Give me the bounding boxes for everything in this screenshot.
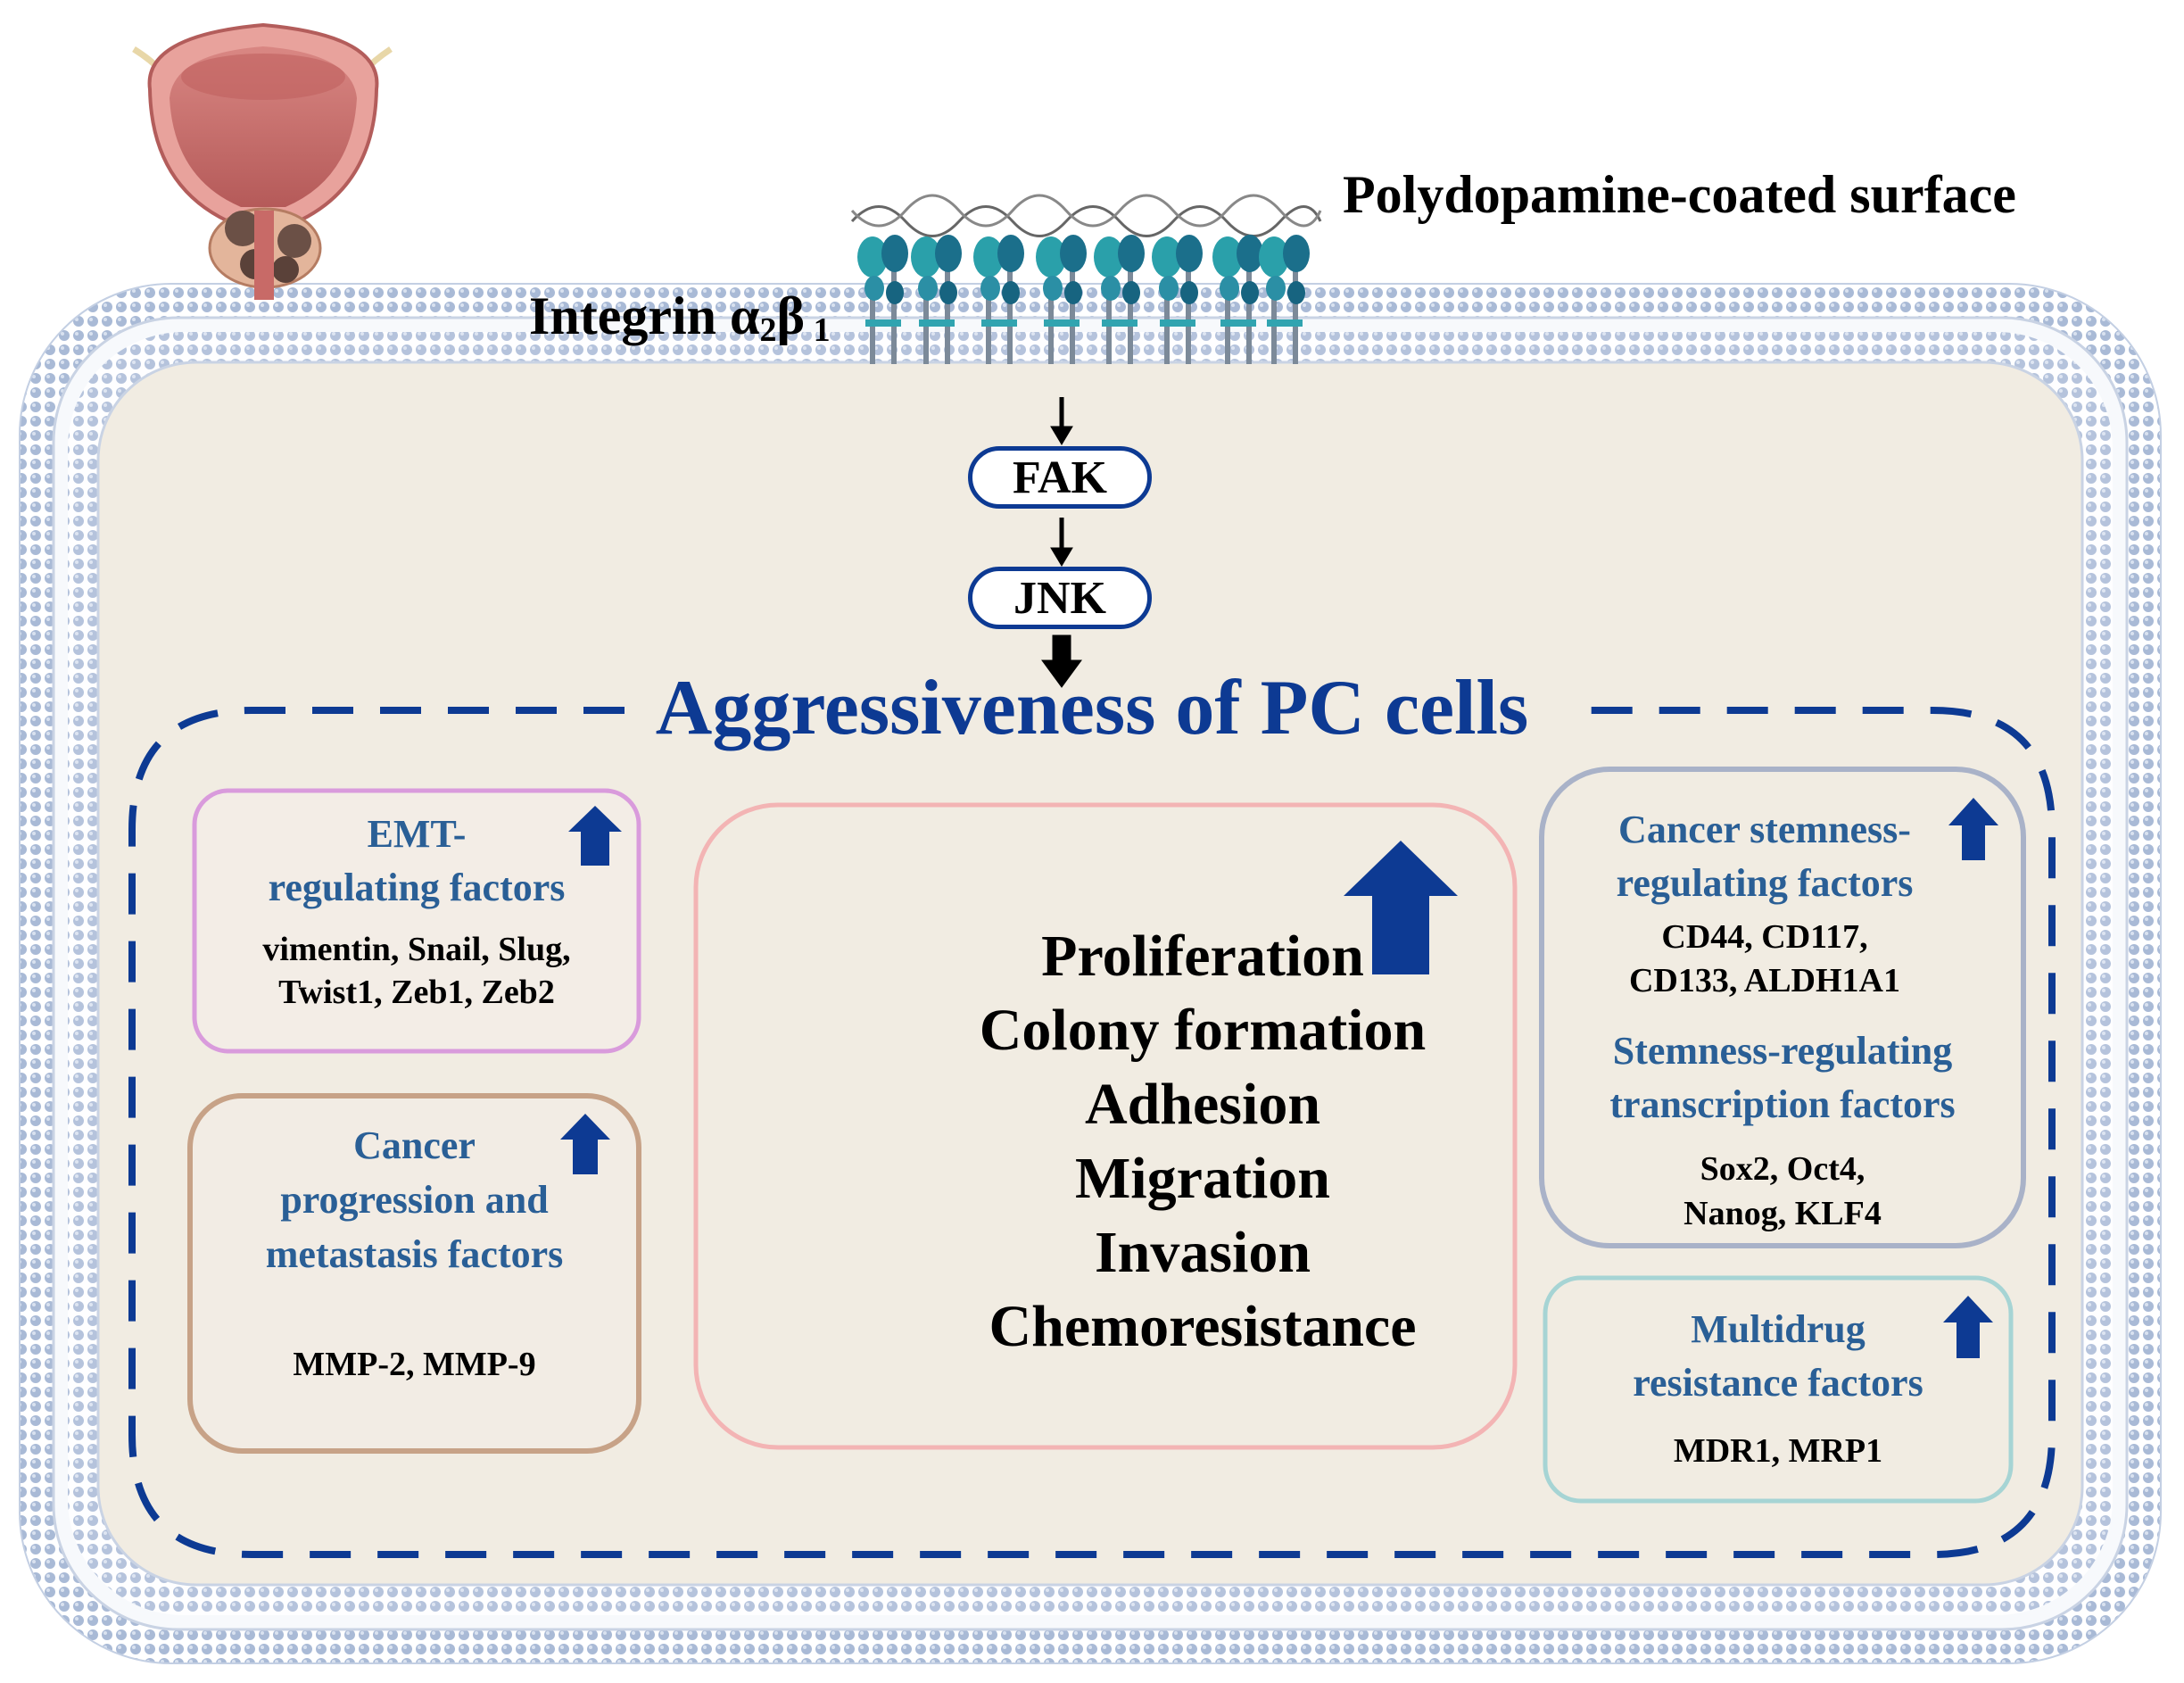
progression-title-1: Cancer: [353, 1123, 476, 1167]
phenotype-item: Adhesion: [1084, 1072, 1321, 1137]
integrin-receptor-icon: [1259, 235, 1310, 364]
stemness-title-1: Cancer stemness-: [1618, 808, 1911, 851]
multidrug-title-2: resistance factors: [1633, 1361, 1923, 1405]
stemness-body-3: Sox2, Oct4,: [1700, 1150, 1866, 1188]
phenotype-list: Proliferation Colony formation Adhesion …: [696, 919, 1709, 1364]
progression-body-1: MMP-2, MMP-9: [293, 1346, 536, 1383]
stemness-box: [1539, 767, 2026, 1248]
stemness-body-4: Nanog, KLF4: [1684, 1195, 1882, 1232]
surface-label: Polydopamine-coated surface: [1343, 165, 2016, 224]
integrin-subscript-b: 1: [805, 311, 831, 349]
phenotype-box: [693, 802, 1518, 1450]
integrin-label: Integrin α2β 1: [529, 289, 831, 347]
progression-title-3: metastasis factors: [265, 1232, 564, 1276]
phenotype-item: Colony formation: [979, 998, 1427, 1063]
integrin-subscript-a: 2: [759, 311, 777, 349]
progression-box: [187, 1093, 641, 1454]
emt-body-2: Twist1, Zeb1, Zeb2: [278, 974, 555, 1011]
integrin-receptor-icon: [1036, 235, 1087, 364]
diagram-title: Aggressiveness of PC cells: [655, 665, 1529, 751]
phenotype-item: Migration: [1075, 1146, 1330, 1211]
stemness-body-2: CD133, ALDH1A1: [1628, 962, 1901, 999]
emt-box: [192, 788, 641, 1054]
jnk-node: JNK: [968, 567, 1152, 629]
prostate-icon: [132, 22, 393, 300]
stemness-title-3: Stemness-regulating: [1612, 1029, 1953, 1073]
phenotype-item: Chemoresistance: [989, 1294, 1417, 1359]
multidrug-title-1: Multidrug: [1691, 1307, 1866, 1351]
integrin-receptor-icon: [1212, 235, 1263, 364]
multidrug-box: [1543, 1275, 2014, 1504]
emt-body-1: vimentin, Snail, Slug,: [262, 931, 571, 968]
fak-node: FAK: [968, 446, 1152, 509]
integrin-receptor-icon: [1152, 235, 1203, 364]
phenotype-item: Proliferation: [1041, 924, 1364, 989]
stemness-title-2: regulating factors: [1616, 861, 1914, 905]
integrin-receptor-icon: [911, 235, 962, 364]
integrin-name: Integrin α: [529, 286, 760, 345]
emt-title-2: regulating factors: [268, 866, 566, 909]
emt-title-1: EMT-: [367, 812, 467, 856]
up-arrow-icon: [560, 798, 1998, 1358]
progression-title-2: progression and: [280, 1178, 549, 1222]
phenotype-item: Invasion: [1094, 1220, 1311, 1285]
stemness-title-4: transcription factors: [1609, 1082, 1956, 1126]
integrin-receptor-icon: [1094, 235, 1145, 364]
multidrug-body-1: MDR1, MRP1: [1673, 1432, 1883, 1470]
integrin-beta: β: [776, 286, 806, 345]
down-arrow-icon: [1041, 397, 1082, 688]
integrin-receptor-icon: [973, 235, 1024, 364]
stemness-body-1: CD44, CD117,: [1661, 918, 1868, 956]
integrin-receptor-icon: [850, 194, 1322, 364]
aggressiveness-boundary: [128, 707, 2056, 1558]
